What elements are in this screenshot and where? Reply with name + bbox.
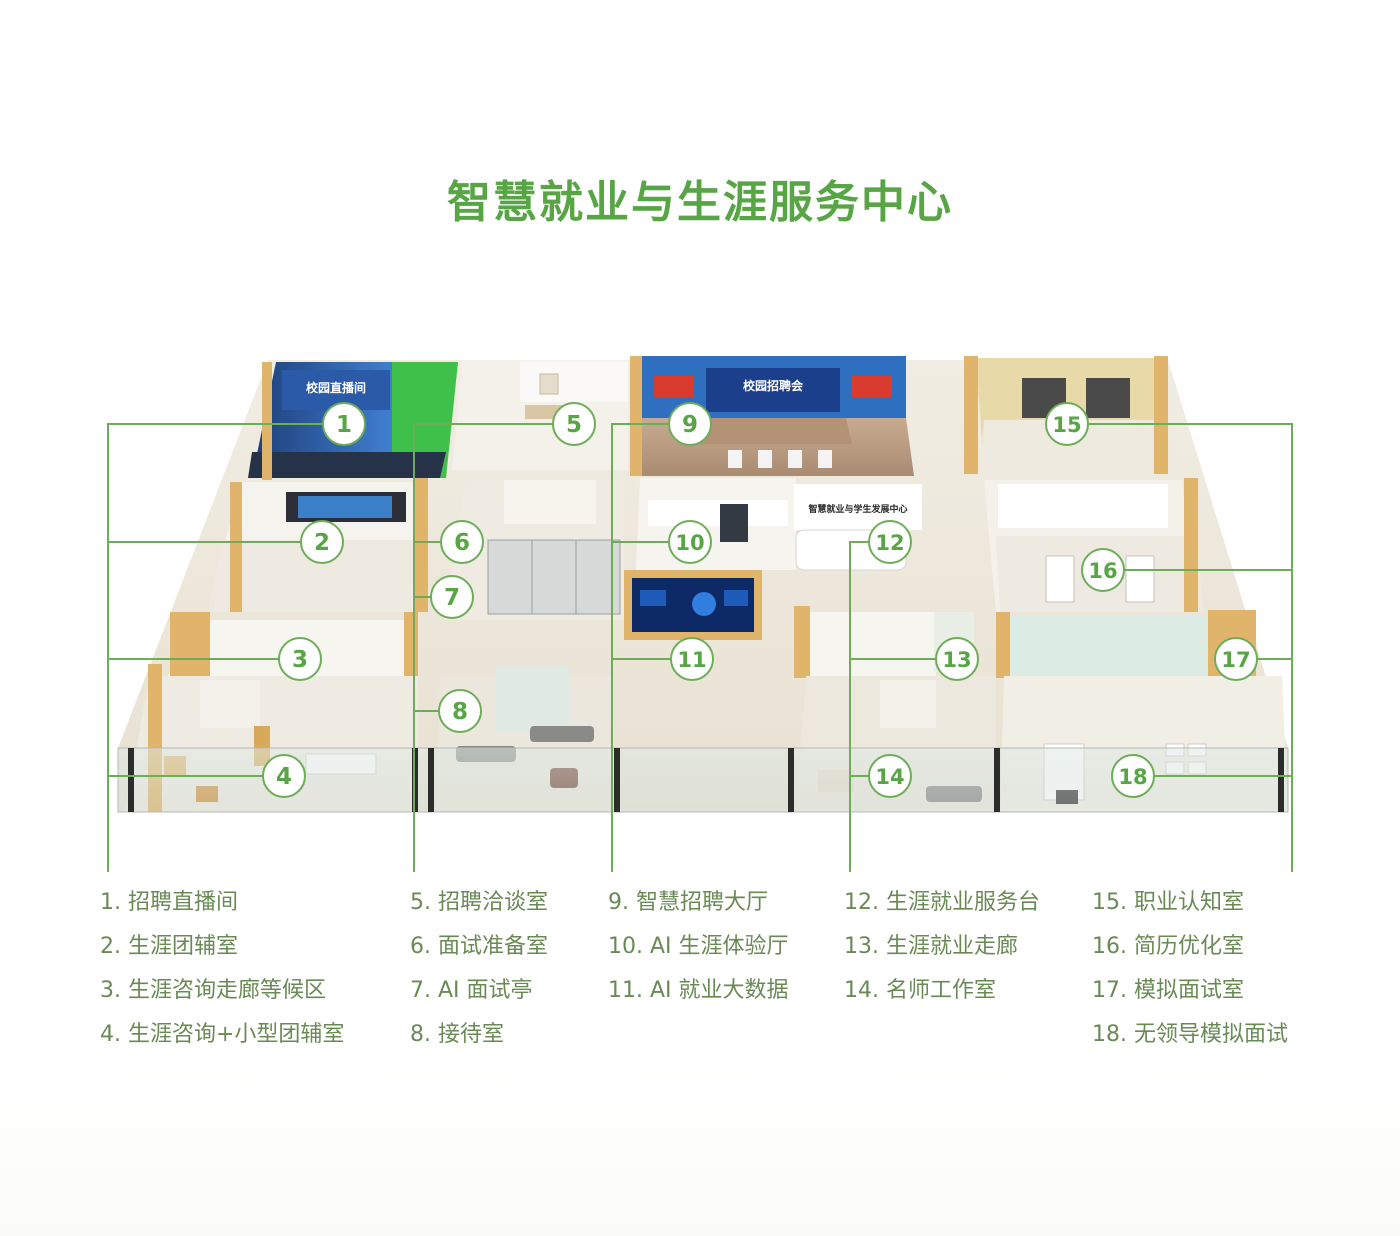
legend-item: 14. 名师工作室 [844,978,996,1003]
room-marker-6: 6 [440,520,484,564]
marker-number: 4 [276,764,292,790]
marker-circle [430,575,474,619]
marker-circle [868,754,912,798]
marker-number: 5 [566,412,582,438]
legend-item: 12. 生涯就业服务台 [844,890,1040,915]
marker-number: 1 [336,412,352,438]
marker-circle [262,754,306,798]
legend-item: 9. 智慧招聘大厅 [608,890,768,915]
room-marker-10: 10 [668,520,712,564]
marker-number: 8 [452,699,468,725]
bottom-background [0,1060,1400,1236]
marker-number: 13 [942,648,971,672]
marker-circle [438,689,482,733]
room-marker-5: 5 [552,402,596,446]
leader-lines [107,423,1293,872]
interview-prep-room-6 [444,480,624,620]
room-marker-15: 15 [1045,402,1089,446]
page-title: 智慧就业与生涯服务中心 [447,177,953,228]
legend-item: 1. 招聘直播间 [100,890,238,915]
marker-number: 11 [677,648,706,672]
marker-circle [868,520,912,564]
marker-circle [300,520,344,564]
room-marker-3: 3 [278,637,322,681]
room-marker-2: 2 [300,520,344,564]
resume-room-16 [984,478,1204,612]
marker-circle [1045,402,1089,446]
room-marker-1: 1 [322,402,366,446]
room-marker-8: 8 [438,689,482,733]
marker-circle [935,637,979,681]
room-marker-4: 4 [262,754,306,798]
marker-number: 17 [1221,648,1250,672]
marker-circle [1214,637,1258,681]
legend-item: 8. 接待室 [410,1022,504,1047]
marker-number: 14 [875,765,904,789]
recruitment-hall-9: 校园招聘会 [630,356,914,476]
legend-item: 15. 职业认知室 [1092,890,1244,915]
glass-front-wall [117,747,1289,813]
room-marker-17: 17 [1214,637,1258,681]
marker-circle [552,402,596,446]
career-group-room-2 [208,478,428,612]
room-marker-18: 18 [1111,754,1155,798]
legend-item: 6. 面试准备室 [410,934,548,959]
room-marker-9: 9 [668,402,712,446]
legend-item: 10. AI 生涯体验厅 [608,934,789,959]
legend-item: 3. 生涯咨询走廊等候区 [100,978,326,1003]
legend-item: 5. 招聘洽谈室 [410,890,548,915]
marker-number: 3 [292,647,308,673]
ai-bigdata-screen-11 [624,570,762,640]
legend-item: 11. AI 就业大数据 [608,978,789,1003]
marker-circle [668,402,712,446]
room-marker-12: 12 [868,520,912,564]
marker-circle [670,637,714,681]
marker-number: 9 [682,412,698,438]
marker-number: 16 [1088,559,1117,583]
marker-number: 12 [875,531,904,555]
marker-number: 18 [1118,765,1147,789]
legend-item: 4. 生涯咨询+小型团辅室 [100,1022,345,1047]
room-marker-13: 13 [935,637,979,681]
hall-screen-text: 校园招聘会 [743,378,804,393]
marker-circle [668,520,712,564]
marker-number: 2 [314,530,330,556]
room-marker-16: 16 [1081,548,1125,592]
room-marker-7: 7 [430,575,474,619]
room-marker-11: 11 [670,637,714,681]
counter-sign: 智慧就业与学生发展中心 [808,503,907,515]
legend-item: 18. 无领导模拟面试 [1092,1022,1288,1047]
marker-number: 7 [444,585,460,611]
legend-item: 7. AI 面试亭 [410,978,533,1003]
marker-number: 15 [1052,413,1081,437]
studio-sign: 校园直播间 [306,380,366,395]
room-marker-14: 14 [868,754,912,798]
marker-number: 10 [675,531,704,555]
legend-item: 16. 简历优化室 [1092,934,1244,959]
marker-circle [440,520,484,564]
marker-circle [278,637,322,681]
marker-circle [322,402,366,446]
legend-item: 13. 生涯就业走廊 [844,934,1018,959]
marker-circle [1111,754,1155,798]
negotiation-room-5 [452,360,628,470]
legend-item: 2. 生涯团辅室 [100,934,238,959]
legend-item: 17. 模拟面试室 [1092,978,1244,1003]
marker-circle [1081,548,1125,592]
studio-room-1: 校园直播间 [248,362,458,480]
marker-number: 6 [454,530,470,556]
